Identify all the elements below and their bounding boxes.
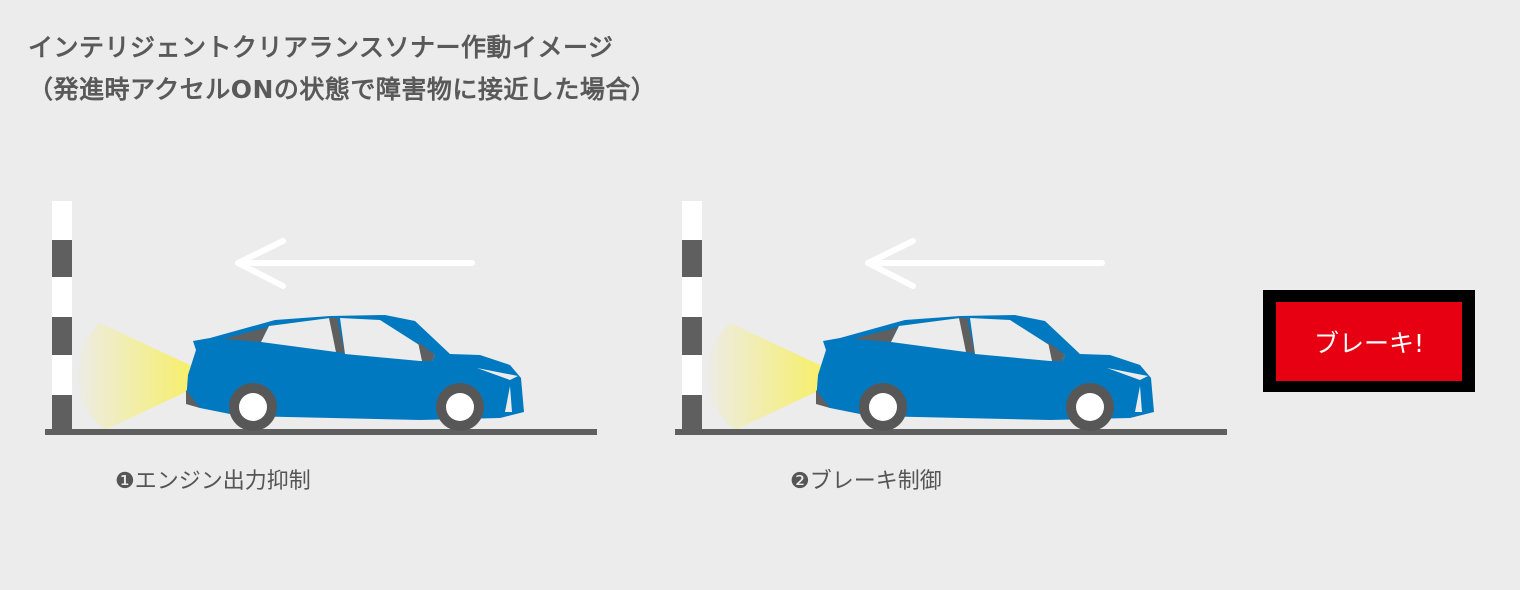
ground-line — [45, 429, 597, 435]
car-icon — [186, 315, 524, 431]
scene-illustration — [45, 201, 597, 435]
obstacle-pole — [52, 201, 72, 430]
ground-line — [675, 429, 1227, 435]
brake-alert-text: ブレーキ! — [1276, 302, 1462, 381]
brake-alert-badge: ブレーキ! — [1263, 290, 1475, 392]
direction-arrow-icon — [865, 238, 1105, 289]
diagram-subtitle: （発進時アクセルONの状態で障害物に接近した場合） — [28, 75, 657, 104]
step-1-label: ❶エンジン出力抑制 — [115, 469, 311, 494]
sonar-light-cone — [77, 323, 192, 430]
scene-illustration — [675, 201, 1227, 435]
step-2-label: ❷ブレーキ制御 — [790, 469, 942, 494]
direction-arrow-icon — [235, 238, 475, 289]
scene-engine-output-suppression — [40, 190, 600, 440]
diagram-title: インテリジェントクリアランスソナー作動イメージ — [28, 33, 614, 62]
car-icon — [816, 315, 1154, 431]
sonar-light-cone — [707, 323, 822, 430]
obstacle-pole — [682, 201, 702, 430]
scene-brake-control — [670, 190, 1230, 440]
